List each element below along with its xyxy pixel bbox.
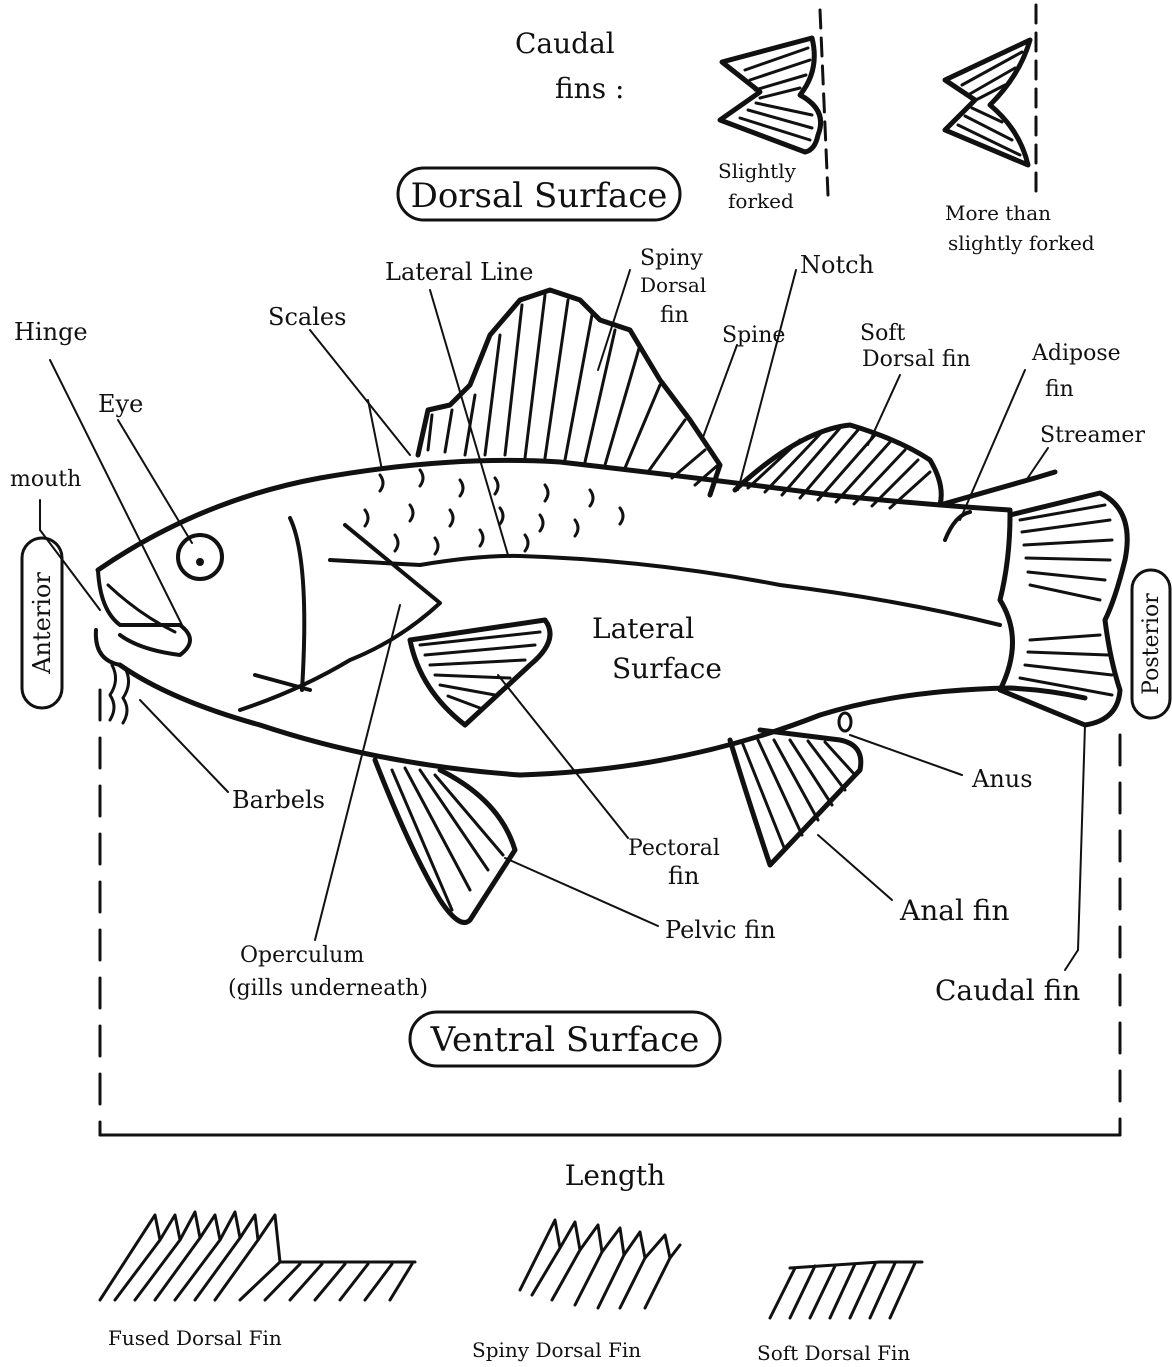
ventral-surface-badge: Ventral Surface	[410, 1012, 720, 1066]
caudal-header-line1: Caudal	[515, 27, 615, 60]
more-forked-label-1: More than	[945, 201, 1051, 225]
label-caudal: Caudal fin	[935, 974, 1080, 1007]
label-soft-dorsal-2: Dorsal fin	[862, 347, 971, 372]
label-pectoral-1: Pectoral	[628, 836, 720, 861]
fused-dorsal-label: Fused Dorsal Fin	[108, 1326, 282, 1350]
leader-lines	[40, 270, 1085, 970]
caudal-fins-header: Caudal fins :	[515, 27, 624, 105]
soft-dorsal-type: Soft Dorsal Fin	[757, 1262, 922, 1365]
label-spiny-dorsal-3: fin	[660, 303, 689, 328]
fish-body	[96, 460, 1085, 775]
spiny-dorsal-type-label: Spiny Dorsal Fin	[472, 1338, 641, 1362]
label-scales: Scales	[268, 303, 346, 331]
slightly-forked-label-1: Slightly	[718, 159, 797, 183]
scales	[365, 470, 623, 554]
slightly-forked-label-2: forked	[728, 189, 794, 213]
eye-pupil	[196, 558, 204, 566]
label-spiny-dorsal-1: Spiny	[640, 246, 703, 271]
label-hinge: Hinge	[14, 318, 88, 346]
label-anal: Anal fin	[899, 894, 1010, 927]
label-notch: Notch	[800, 251, 874, 279]
label-soft-dorsal-1: Soft	[860, 321, 905, 346]
more-forked-label-2: slightly forked	[948, 231, 1095, 255]
label-anus: Anus	[971, 765, 1033, 793]
label-adipose-2: fin	[1045, 377, 1074, 402]
label-pelvic: Pelvic fin	[665, 916, 776, 944]
label-operculum-2: (gills underneath)	[228, 976, 428, 1001]
posterior-text: Posterior	[1139, 593, 1164, 695]
more-forked-fin: More than slightly forked	[945, 5, 1095, 255]
ventral-surface-text: Ventral Surface	[430, 1020, 700, 1060]
spiny-dorsal-type: Spiny Dorsal Fin	[472, 1220, 680, 1362]
eye-circle	[178, 535, 222, 579]
label-spine: Spine	[722, 323, 785, 348]
slightly-forked-fin: Slightly forked	[718, 10, 828, 213]
label-mouth: mouth	[10, 467, 81, 492]
anterior-badge: Anterior	[22, 538, 62, 708]
pectoral-fin	[410, 620, 550, 725]
label-adipose-1: Adipose	[1031, 341, 1121, 366]
label-lateral-line: Lateral Line	[385, 258, 533, 286]
anus-mark	[839, 713, 851, 731]
label-operculum-1: Operculum	[240, 943, 364, 968]
label-streamer: Streamer	[1040, 423, 1145, 448]
anterior-text: Anterior	[28, 572, 56, 675]
length-bracket: Length	[100, 690, 1120, 1192]
pelvic-fin	[375, 760, 515, 923]
posterior-badge: Posterior	[1132, 570, 1170, 718]
label-eye: Eye	[98, 390, 143, 418]
caudal-header-line2: fins :	[555, 72, 624, 105]
fused-dorsal-fin: Fused Dorsal Fin	[100, 1212, 415, 1350]
length-label: Length	[565, 1159, 665, 1192]
anal-fin	[730, 730, 861, 865]
dorsal-surface-text: Dorsal Surface	[411, 176, 668, 216]
dorsal-surface-badge: Dorsal Surface	[398, 168, 680, 220]
label-spiny-dorsal-2: Dorsal	[640, 273, 706, 297]
soft-dorsal-type-label: Soft Dorsal Fin	[757, 1341, 910, 1365]
label-barbels: Barbels	[232, 786, 325, 814]
barbels	[110, 665, 129, 723]
label-lateral-surface-1: Lateral	[592, 612, 694, 645]
label-pectoral-2: fin	[668, 862, 699, 890]
label-lateral-surface-2: Surface	[612, 652, 722, 685]
